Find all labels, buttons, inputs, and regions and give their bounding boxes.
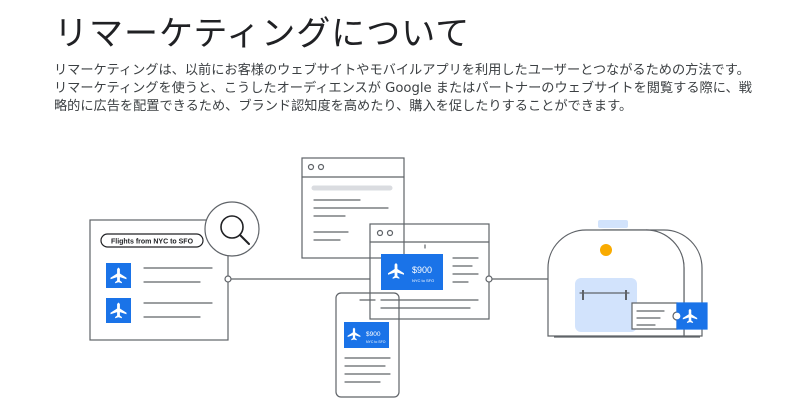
publisher-site-window [301, 157, 405, 259]
intro-paragraph: リマーケティングは、以前にお客様のウェブサイトやモバイルアプリを利用したユーザー… [54, 63, 752, 114]
search-results-window: Flights from NYC to SFO [89, 219, 229, 341]
boarding-ticket-icon [631, 302, 708, 330]
ad-price-text: $900 [412, 265, 432, 275]
page-title: リマーケティングについて [54, 14, 471, 54]
flight-result-2 [106, 298, 213, 323]
remarketing-illustration: .s { fill: none; stroke: #5f6368; stroke… [89, 157, 708, 398]
connector-node [485, 275, 493, 283]
flight-result-1 [106, 263, 213, 288]
ad-price-mobile-text: $900 [366, 331, 381, 338]
connector-node [224, 275, 232, 283]
mobile-phone: $900 NYC to SFO [335, 292, 400, 398]
display-ad-desktop[interactable]: $900 NYC to SFO [381, 254, 443, 290]
search-query-text: Flights from NYC to SFO [111, 239, 194, 246]
ad-route-mobile-text: NYC to SFO [366, 340, 386, 344]
display-ad-mobile[interactable]: $900 NYC to SFO [344, 322, 389, 348]
partner-site-window: $900 NYC to SFO [369, 223, 490, 320]
ad-route-text: NYC to SFO [412, 278, 434, 283]
magnifier-icon [204, 201, 260, 257]
